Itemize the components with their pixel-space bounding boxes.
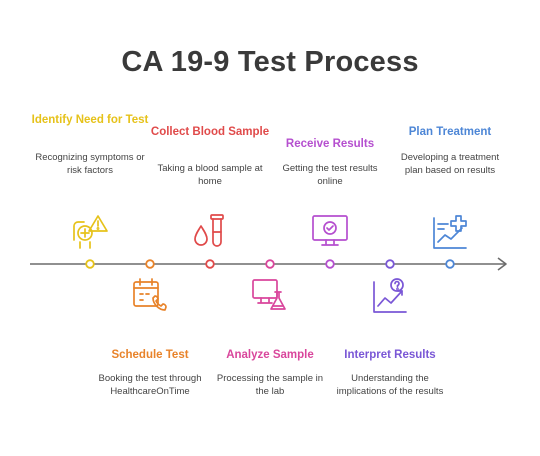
- step-plan-title: Plan Treatment: [408, 126, 492, 138]
- step-analyze-desc: Processing the sample in the lab: [216, 373, 324, 397]
- step-schedule-desc: Booking the test through HealthcareOnTim…: [98, 373, 202, 397]
- calendar-phone-icon: [133, 278, 167, 311]
- step-receive-title: Receive Results: [285, 138, 375, 150]
- step-identify-title: Identify Need for Test: [31, 114, 149, 126]
- step-receive-desc: Getting the test results online: [282, 163, 378, 187]
- timeline-node: [85, 259, 95, 269]
- step-collect-desc: Taking a blood sample at home: [157, 163, 263, 187]
- timeline-node: [385, 259, 395, 269]
- plan-chart-icon: [433, 215, 467, 249]
- timeline-node: [145, 259, 155, 269]
- step-schedule-title: Schedule Test: [111, 349, 189, 361]
- timeline-node: [445, 259, 455, 269]
- page-title: CA 19-9 Test Process: [121, 46, 419, 78]
- step-collect-title: Collect Blood Sample: [150, 126, 270, 138]
- step-identify-desc: Recognizing symptoms or risk factors: [35, 152, 145, 176]
- step-interpret-desc: Understanding the implications of the re…: [336, 373, 444, 397]
- monitor-check-icon: [312, 215, 348, 246]
- timeline-node: [205, 259, 215, 269]
- timeline-node: [265, 259, 275, 269]
- lab-monitor-icon: [252, 279, 286, 310]
- blood-tube-icon: [194, 214, 224, 247]
- health-warning-icon: [73, 215, 108, 249]
- timeline-node: [325, 259, 335, 269]
- step-interpret-title: Interpret Results: [344, 349, 436, 361]
- step-analyze-title: Analyze Sample: [226, 349, 314, 361]
- step-plan-desc: Developing a treatment plan based on res…: [400, 152, 500, 176]
- timeline-arrowhead: [497, 257, 507, 271]
- chart-question-icon: [373, 278, 407, 313]
